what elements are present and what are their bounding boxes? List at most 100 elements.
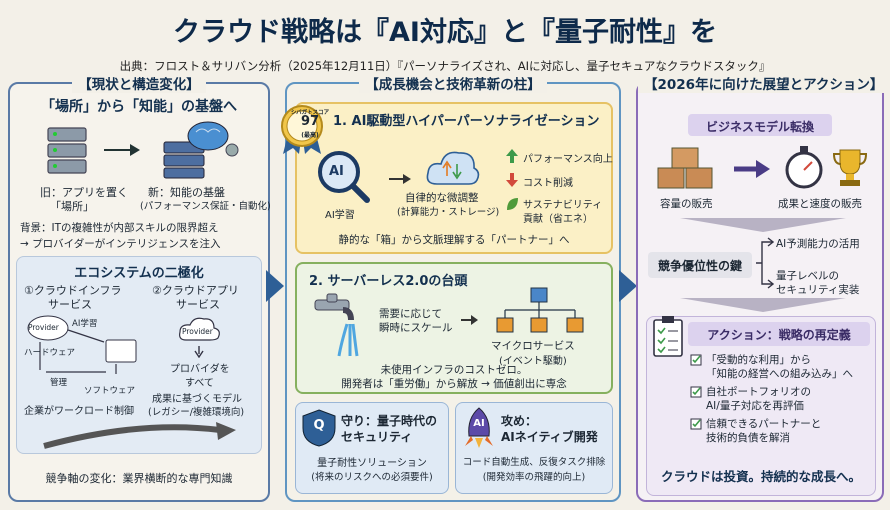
scale-label-2: 瞬時にスケール bbox=[379, 322, 453, 334]
provider-label-2: Provider bbox=[182, 327, 213, 336]
faucet-icon bbox=[314, 293, 359, 357]
badge-top-text: シバガトスコア bbox=[290, 110, 330, 116]
flow-arrow-2 bbox=[619, 270, 637, 302]
infra-title-1: ①クラウドインフラ bbox=[24, 284, 122, 297]
defense-title-2: セキュリティ bbox=[341, 430, 413, 444]
cost-down-label: コスト削減 bbox=[523, 178, 573, 189]
biz-model-title: ビジネスモデル転換 bbox=[705, 120, 814, 134]
page-title: クラウド戦略は『AI対応』と『量子耐性』を bbox=[173, 17, 717, 48]
tune-label-2: (計算能力・ストレージ) bbox=[397, 207, 500, 218]
pillar-1-footer: 静的な「箱」から文脈理解する「パートナー」へ bbox=[338, 234, 570, 246]
action-title: アクション：戦略の再定義 bbox=[707, 328, 851, 342]
right-arrow-icon-3 bbox=[461, 315, 478, 325]
new-label-2: (パフォーマンス保証・自動化) bbox=[140, 201, 271, 212]
defense-title-1: 守り：量子時代の bbox=[341, 414, 438, 428]
key-title: 競争優位性の鍵 bbox=[657, 259, 742, 273]
left-column: 【現状と構造変化】 「場所」から「知能」の基盤へ 旧：アプリを置く 「場所」 新… bbox=[8, 77, 271, 502]
background-text-2: → プロバイダーがインテリジェンスを注入 bbox=[20, 238, 221, 250]
micro-label-2: (イベント駆動) bbox=[499, 356, 567, 367]
old-label-2: 「場所」 bbox=[50, 200, 94, 213]
key-item-2a: 量子レベルの bbox=[776, 270, 839, 282]
app-desc-4: (レガシー/複雑環境向) bbox=[148, 407, 245, 418]
key-banner bbox=[648, 252, 752, 278]
sustain-label-1: サステナビリティ bbox=[523, 200, 603, 211]
tune-label-1: 自律的な微調整 bbox=[405, 192, 479, 204]
right-column-header: 【2026年に向けた展望とアクション】 bbox=[638, 77, 890, 93]
mid-column: 【成長機会と技術革新の柱】 シバガトスコア 97 (最高) 1. AI駆動型ハイ… bbox=[281, 77, 621, 502]
capacity-sale-label: 容量の販売 bbox=[660, 198, 713, 210]
stopwatch-icon bbox=[785, 146, 823, 189]
ai-learn-label: AI学習 bbox=[72, 319, 98, 329]
pillar-2-footer-1: 未使用インフラのコストゼロ。 bbox=[380, 364, 528, 376]
right-column: 【2026年に向けた展望とアクション】 ビジネスモデル転換 容量の販売 成果と速… bbox=[636, 77, 890, 502]
rocket-icon bbox=[465, 407, 493, 448]
right-arrow-icon bbox=[104, 144, 140, 156]
infra-caption: 企業がワークロード制御 bbox=[24, 406, 134, 417]
app-desc-3: 成果に基づくモデル bbox=[152, 394, 242, 405]
competition-axis: 競争軸の変化：業界横断的な専門知識 bbox=[45, 472, 233, 485]
branch-arrows-icon bbox=[756, 237, 774, 289]
hardware-label: ハードウェア bbox=[24, 348, 76, 358]
down-chevron-icon-2 bbox=[680, 298, 846, 312]
action-item-2b: AI/量子対応を再評価 bbox=[706, 400, 804, 412]
defense-desc-2: (将来のリスクへの必須要件) bbox=[311, 472, 433, 483]
closing-statement: クラウドは投資。持続的な成長へ。 bbox=[660, 469, 861, 484]
right-arrow-icon-4 bbox=[734, 160, 770, 178]
trophy-icon bbox=[832, 149, 868, 186]
boxes-icon bbox=[657, 147, 713, 189]
micro-label-1: マイクロサービス bbox=[491, 340, 575, 352]
checkbox-icon-1 bbox=[690, 354, 702, 366]
infra-title-2: サービス bbox=[48, 298, 92, 311]
software-label: ソフトウェア bbox=[84, 386, 136, 396]
app-desc-2: すべて bbox=[185, 378, 214, 389]
curved-arrow-icon bbox=[43, 422, 236, 449]
score-badge-icon bbox=[281, 105, 323, 154]
perf-up-label: パフォーマンス向上 bbox=[523, 154, 613, 165]
magnifier-ai-icon bbox=[318, 151, 370, 203]
offense-desc-1: コード自動生成、反復タスク排除 bbox=[462, 457, 606, 468]
down-arrow-icon bbox=[194, 346, 204, 358]
pillar-2-title: 2. サーバーレス2.0の台頭 bbox=[309, 274, 468, 289]
leaf-icon bbox=[507, 198, 518, 210]
background-text-1: 背景：ITの複雑性が内部スキルの限界超え bbox=[20, 222, 219, 234]
offense-title-2: AIネイティブ開発 bbox=[501, 430, 598, 444]
provider-label: Provider bbox=[28, 323, 59, 332]
result-sale-label: 成果と速度の販売 bbox=[778, 198, 862, 210]
action-item-3b: 技術的負債を解消 bbox=[706, 432, 790, 444]
right-arrow-icon-2 bbox=[389, 174, 411, 184]
app-title-2: サービス bbox=[176, 298, 220, 311]
defense-desc-1: 量子耐性ソリューション bbox=[317, 458, 427, 469]
new-label-1: 新：知能の基盤 bbox=[148, 186, 225, 199]
ai-learn-caption: AI学習 bbox=[325, 210, 355, 221]
app-desc-1: プロバイダを bbox=[170, 364, 230, 375]
key-item-2b: セキュリティ実装 bbox=[776, 284, 860, 296]
down-chevron-icon bbox=[680, 218, 846, 232]
offense-desc-2: (開発効率の飛躍的向上) bbox=[482, 472, 586, 483]
offense-title-1: 攻め： bbox=[501, 414, 538, 428]
action-item-1a: 「受動的な利用」から bbox=[706, 354, 811, 366]
microservice-cubes-icon bbox=[496, 287, 584, 333]
source-citation: 出典：フロスト＆サリバン分析（2025年12月11日）『パーソナライズされ、AI… bbox=[119, 59, 771, 73]
checklist-icon bbox=[653, 316, 683, 357]
shield-icon bbox=[302, 409, 336, 447]
left-subtitle: 「場所」から「知能」の基盤へ bbox=[41, 99, 237, 115]
server-icon bbox=[47, 127, 87, 174]
infra-diagram-icon bbox=[27, 315, 137, 374]
checkbox-icon-3 bbox=[690, 418, 702, 430]
action-item-3a: 信頼できるパートナーと bbox=[706, 418, 822, 430]
checkbox-icon-2 bbox=[690, 386, 702, 398]
app-title-1: ②クラウドアプリ bbox=[152, 284, 239, 297]
badge-bottom-text: (最高) bbox=[301, 132, 319, 139]
scale-label-1: 需要に応じて bbox=[379, 308, 442, 320]
quantum-q-letter: Q bbox=[313, 418, 325, 433]
key-item-1: AI予測能力の活用 bbox=[776, 238, 860, 250]
flow-arrow-1 bbox=[266, 270, 284, 302]
pillar-1-title: 1. AI駆動型ハイパーパーソナライゼーション bbox=[333, 114, 600, 129]
action-item-2a: 自社ポートフォリオの bbox=[706, 386, 811, 398]
brain-server-icon bbox=[163, 121, 239, 179]
old-label-1: 旧：アプリを置く bbox=[40, 186, 128, 199]
biz-model-banner bbox=[688, 114, 832, 136]
ecosystem-title: エコシステムの二極化 bbox=[74, 266, 204, 281]
action-item-1b: 「知能の経営への組み込み」へ bbox=[706, 368, 853, 380]
cloud-tuning-icon bbox=[426, 151, 480, 185]
